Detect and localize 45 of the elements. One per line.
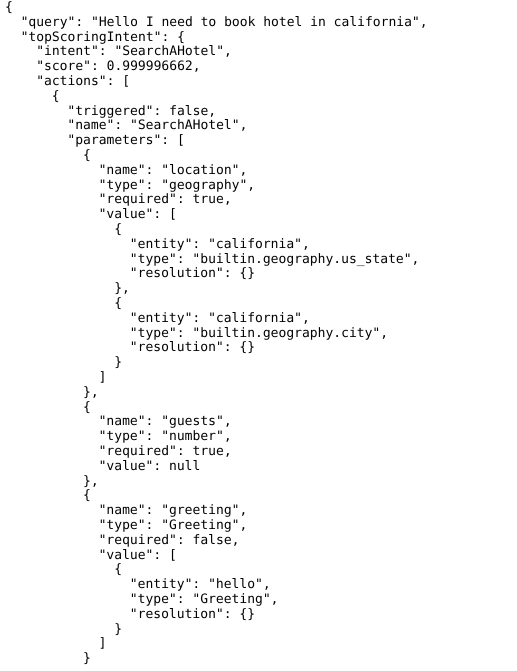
code-line: {: [114, 222, 122, 237]
code-line: "intent": "SearchAHotel",: [36, 44, 232, 60]
code-line: "query": "Hello I need to book hotel in california",: [20, 14, 428, 30]
code-line: {: [114, 296, 122, 311]
code-line: },: [83, 384, 99, 400]
code-line: "type": "geography",: [98, 178, 256, 193]
code-line: "type": "builtin.geography.us_state",: [130, 252, 420, 267]
code-line: {: [5, 0, 13, 15]
code-line: }: [114, 355, 122, 370]
code-line: "resolution": {}: [130, 266, 256, 282]
code-line: {: [83, 488, 91, 504]
code-line: ]: [98, 636, 106, 652]
code-line: }: [114, 622, 122, 637]
code-line: },: [83, 474, 99, 489]
code-line: "required": true,: [98, 444, 232, 459]
code-line: "entity": "hello",: [130, 577, 271, 592]
code-line: "entity": "california",: [130, 236, 310, 252]
code-line: {: [52, 88, 60, 104]
code-line: "parameters": [: [67, 133, 185, 148]
code-line: "name": "guests",: [98, 414, 232, 430]
code-line: "type": "Greeting",: [98, 518, 248, 533]
code-line: "value": [: [98, 548, 177, 563]
code-line: "name": "SearchAHotel",: [67, 118, 248, 134]
code-line: "type": "number",: [98, 429, 232, 444]
code-line: "resolution": {}: [130, 340, 256, 356]
code-line: "entity": "california",: [130, 310, 310, 326]
code-line: "resolution": {}: [130, 606, 256, 622]
code-line: "type": "builtin.geography.city",: [130, 326, 388, 341]
code-line: "name": "greeting",: [98, 503, 248, 518]
code-line: "value": null: [98, 458, 200, 474]
code-line: "triggered": false,: [67, 104, 216, 119]
code-line: "actions": [: [36, 74, 130, 89]
code-line: "topScoringIntent": {: [20, 30, 185, 45]
code-line: "name": "location",: [98, 162, 248, 178]
code-line: {: [83, 148, 91, 163]
code-line: {: [83, 400, 91, 415]
code-line: "required": true,: [98, 192, 232, 208]
code-line: "value": [: [98, 207, 177, 222]
code-line: {: [114, 562, 122, 578]
code-line: "required": false,: [98, 532, 240, 548]
code-line: },: [114, 281, 130, 296]
code-line: }: [83, 651, 91, 666]
code-line: "type": "Greeting",: [130, 592, 279, 607]
code-line: ]: [98, 370, 106, 385]
code-line: "score": 0.999996662,: [36, 59, 201, 74]
